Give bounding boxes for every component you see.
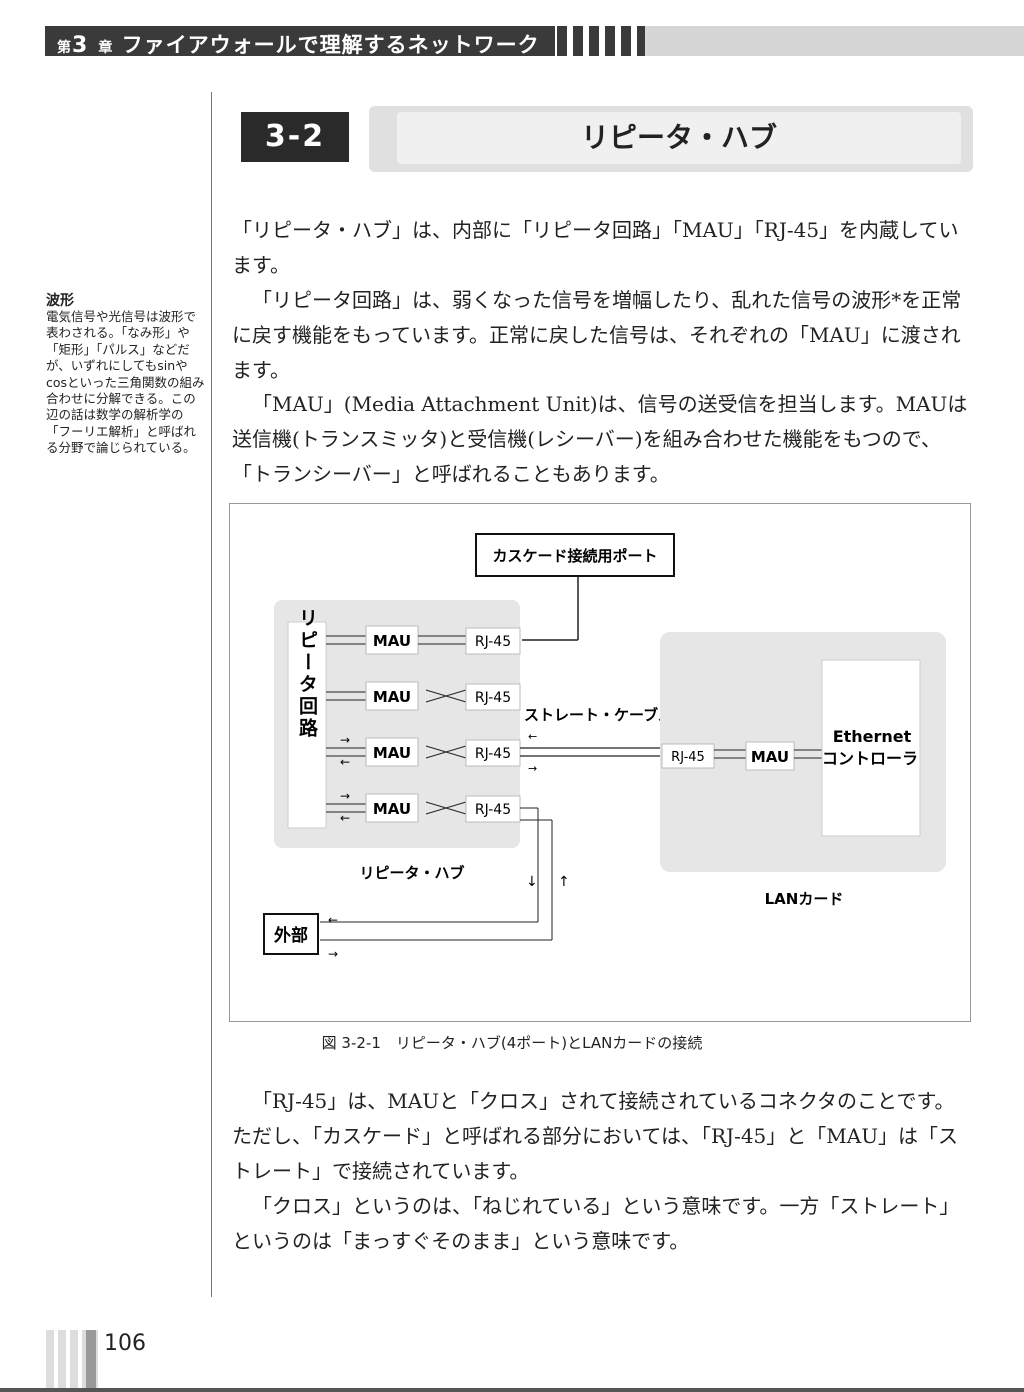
rj45-label-1: RJ-45	[475, 634, 511, 650]
section-header-inner	[397, 112, 961, 164]
bottom-rule	[0, 1388, 1024, 1392]
chapter-label: 第	[57, 40, 72, 56]
paragraph-2: 「リピータ回路」は、弱くなった信号を増幅したり、乱れた信号の波形*を正常に戻す機…	[232, 288, 962, 382]
network-diagram: カスケード接続用ポート リピータ回路 MAU RJ-45 MAU RJ-45	[263, 533, 946, 961]
lan-rj45-box	[661, 743, 715, 769]
chapter-header-stripes	[557, 26, 647, 56]
paragraph-1: 「リピータ・ハブ」は、内部に「リピータ回路」「MAU」「RJ-45」を内蔵してい…	[232, 218, 959, 277]
cascade-port-box	[475, 533, 675, 577]
sidebar-note: 電気信号や光信号は波形で表わされる。「なみ形」や「矩形」「パルス」などだが、いず…	[46, 309, 205, 456]
svg-text:↓: ↓	[526, 874, 538, 890]
paragraph-4: 「RJ-45」は、MAUと「クロス」されて接続されているコネクタのことです。ただ…	[232, 1089, 959, 1183]
margin-divider	[211, 92, 212, 1297]
section-header: 3-2 リピータ・ハブ	[229, 102, 973, 172]
lan-card-label: LANカード	[765, 890, 844, 908]
chapter-header-background	[45, 26, 555, 56]
port-row-1: MAU RJ-45	[326, 625, 521, 655]
external-box	[263, 913, 319, 955]
svg-text:→: →	[340, 733, 350, 747]
figure-caption: 図 3-2-1 リピータ・ハブ(4ポート)とLANカードの接続	[321, 1034, 703, 1052]
svg-text:↑: ↑	[558, 874, 570, 890]
mau-label-2: MAU	[373, 688, 411, 706]
paragraph-5: 「クロス」というのは、「ねじれている」という意味です。一方「ストレート」というの…	[232, 1194, 960, 1253]
mau-label-1: MAU	[373, 632, 411, 650]
repeater-circuit-label: リピータ回路	[296, 608, 318, 740]
port-row-3: → ← MAU RJ-45	[326, 733, 521, 769]
rj45-box-3	[465, 739, 521, 767]
svg-text:←: ←	[340, 755, 350, 769]
repeater-circuit-box	[287, 621, 327, 829]
repeater-hub-label: リピータ・ハブ	[359, 864, 464, 882]
lan-mau-box	[745, 741, 795, 771]
mau-label-3: MAU	[373, 744, 411, 762]
svg-text:←: ←	[328, 913, 338, 927]
rj45-label-4: RJ-45	[475, 802, 511, 818]
external-label: 外部	[274, 925, 308, 946]
sidebar-title: 波形	[46, 293, 74, 309]
svg-text:←: ←	[528, 730, 537, 743]
cascade-port-label: カスケード接続用ポート	[492, 547, 657, 565]
chapter-header-grey-band	[645, 26, 1024, 56]
section-number: 3-2	[241, 112, 349, 162]
repeater-hub-area	[274, 600, 520, 848]
rj45-label-2: RJ-45	[475, 690, 511, 706]
mau-box-3	[365, 737, 419, 767]
page-number-stripe-dark	[86, 1330, 96, 1392]
ethernet-label-line2: コントローラ	[822, 749, 918, 768]
mau-box-4	[365, 793, 419, 823]
mau-box-1	[365, 625, 419, 655]
chapter-title-text: ファイアウォールで理解するネットワーク	[121, 33, 540, 57]
mau-box-2	[365, 681, 419, 711]
lan-mau-label: MAU	[751, 748, 789, 766]
figure-frame: カスケード接続用ポート リピータ回路 MAU RJ-45 MAU RJ-45	[229, 503, 971, 1022]
ethernet-label-line1: Ethernet	[833, 727, 912, 746]
port-row-2: MAU RJ-45	[326, 681, 521, 711]
rj45-box-2	[465, 683, 521, 711]
svg-text:→: →	[328, 947, 338, 961]
rj45-box-1	[465, 627, 521, 655]
chapter-suffix: 章	[98, 40, 114, 56]
lan-rj45-label: RJ-45	[671, 750, 705, 765]
section-title: リピータ・ハブ	[580, 121, 777, 154]
port-row-4: → ← MAU RJ-45	[326, 789, 521, 825]
paragraph-3: 「MAU」(Media Attachment Unit)は、信号の送受信を担当し…	[232, 392, 968, 486]
rj45-box-4	[465, 795, 521, 823]
chapter-number: 3	[72, 33, 89, 58]
rj45-label-3: RJ-45	[475, 746, 511, 762]
svg-text:→: →	[528, 762, 537, 775]
mau-label-4: MAU	[373, 800, 411, 818]
straight-cable-label: ストレート・ケーブル	[524, 706, 673, 724]
svg-text:→: →	[340, 789, 350, 803]
page-number: 106	[104, 1331, 146, 1356]
ethernet-controller-box	[821, 659, 921, 837]
svg-text:←: ←	[340, 811, 350, 825]
